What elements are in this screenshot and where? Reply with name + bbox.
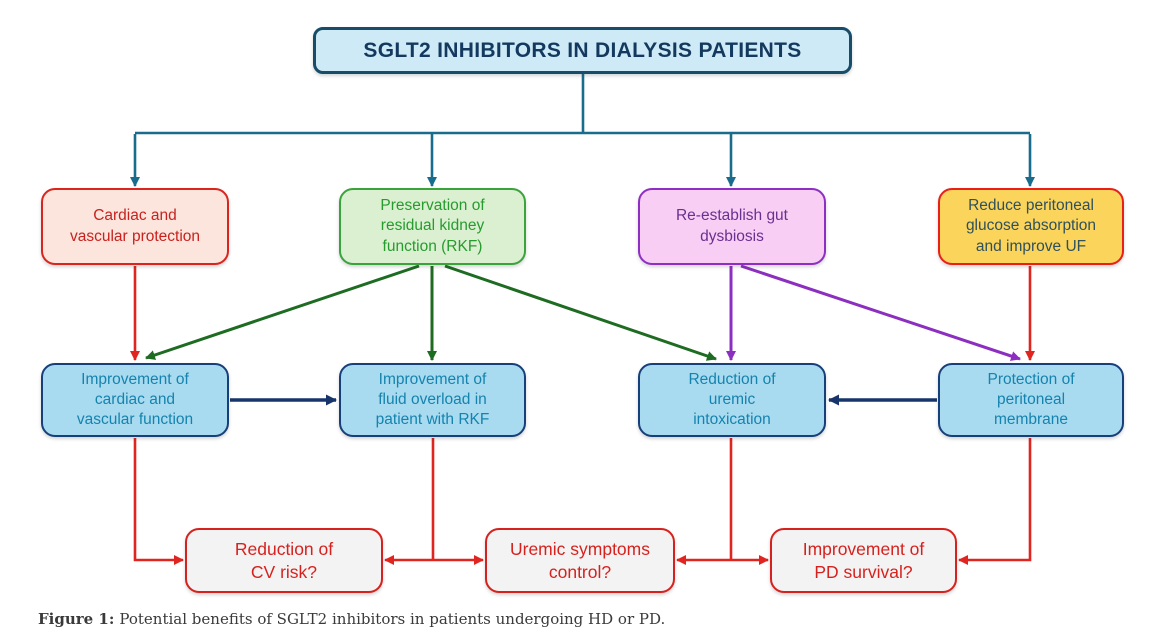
figure-caption-text: Potential benefits of SGLT2 inhibitors i…: [119, 610, 666, 628]
rkf-to-cardiac-arrow: [145, 264, 420, 360]
membrane-to-survival-arrow: [958, 438, 1032, 565]
green-rkf-arrows: [145, 264, 717, 361]
mechanism-box-uremic-intoxication: Reduction of uremic intoxication: [638, 363, 826, 437]
purple-gut-arrows: [726, 264, 1021, 361]
red-outcome-arrows: [133, 438, 1032, 565]
benefit-box-cardiac-vascular-protection: Cardiac and vascular protection: [41, 188, 229, 265]
gut-to-membrane-arrow: [740, 264, 1021, 361]
mechanism-box-fluid-overload: Improvement of fluid overload in patient…: [339, 363, 526, 437]
benefit-box-gut-dysbiosis: Re-establish gut dysbiosis: [638, 188, 826, 265]
figure-caption-label: Figure 1:: [38, 610, 115, 628]
figure-caption: Figure 1:Potential benefits of SGLT2 inh…: [38, 610, 665, 628]
function-to-cvrisk-arrow: [133, 438, 184, 565]
title-box: SGLT2 INHIBITORS IN DIALYSIS PATIENTS: [313, 27, 852, 74]
red-vertical-arrows: [130, 266, 1035, 361]
teal-title-connectors: [130, 74, 1035, 187]
outcome-box-pd-survival: Improvement of PD survival?: [770, 528, 957, 593]
outcome-box-uremic-symptoms: Uremic symptoms control?: [485, 528, 675, 593]
mechanism-box-cardiac-vascular-function: Improvement of cardiac and vascular func…: [41, 363, 229, 437]
outcome-box-cv-risk: Reduction of CV risk?: [185, 528, 383, 593]
benefit-box-peritoneal-glucose: Reduce peritoneal glucose absorption and…: [938, 188, 1124, 265]
mechanism-box-peritoneal-membrane: Protection of peritoneal membrane: [938, 363, 1124, 437]
rkf-to-uremic-arrow: [444, 264, 717, 361]
benefit-box-preservation-rkf: Preservation of residual kidney function…: [339, 188, 526, 265]
